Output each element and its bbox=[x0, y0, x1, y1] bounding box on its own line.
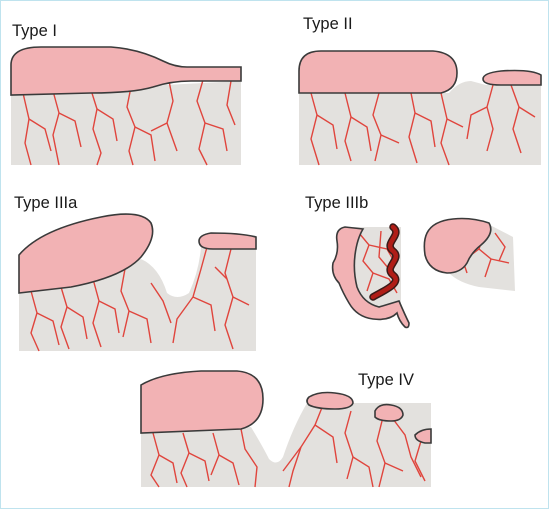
type-iiia-vessels bbox=[30, 246, 250, 352]
panel-title-type-i: Type I bbox=[12, 22, 57, 40]
panel-type-iiib bbox=[331, 217, 515, 329]
type-iiia-tissue bbox=[19, 247, 256, 351]
panel-type-iiia bbox=[18, 213, 257, 352]
panel-title-type-iv: Type IV bbox=[358, 371, 414, 389]
type-i-tissue bbox=[11, 81, 241, 165]
type-ii-vessels bbox=[310, 84, 536, 166]
type-iiib-folded-flap bbox=[331, 226, 410, 329]
type-iiia-flap-right bbox=[198, 232, 257, 250]
type-ii-flap-left bbox=[298, 50, 458, 94]
type-ii-flap-right bbox=[482, 69, 542, 86]
type-iv-flap-small-1 bbox=[306, 391, 354, 410]
type-iv-flap-small-3 bbox=[414, 428, 432, 444]
type-iiib-flap-right bbox=[423, 217, 492, 274]
panel-title-type-ii: Type II bbox=[303, 15, 353, 33]
panel-title-type-iiib: Type IIIb bbox=[305, 194, 369, 212]
panel-type-ii bbox=[298, 50, 542, 166]
type-iv-tissue bbox=[141, 403, 431, 487]
panel-type-iv bbox=[140, 370, 432, 488]
panel-type-i bbox=[10, 46, 242, 166]
type-iiib-dark-vessel-core bbox=[370, 224, 399, 300]
type-iv-vessels bbox=[150, 404, 426, 488]
type-iv-flap-left bbox=[140, 370, 264, 434]
panel-title-type-iiia: Type IIIa bbox=[14, 194, 78, 212]
type-iiia-flap-left bbox=[18, 213, 154, 294]
type-ii-tissue bbox=[299, 81, 541, 165]
type-i-vessels bbox=[22, 79, 236, 166]
type-i-flap bbox=[10, 46, 242, 96]
type-iv-flap-small-2 bbox=[374, 403, 404, 422]
